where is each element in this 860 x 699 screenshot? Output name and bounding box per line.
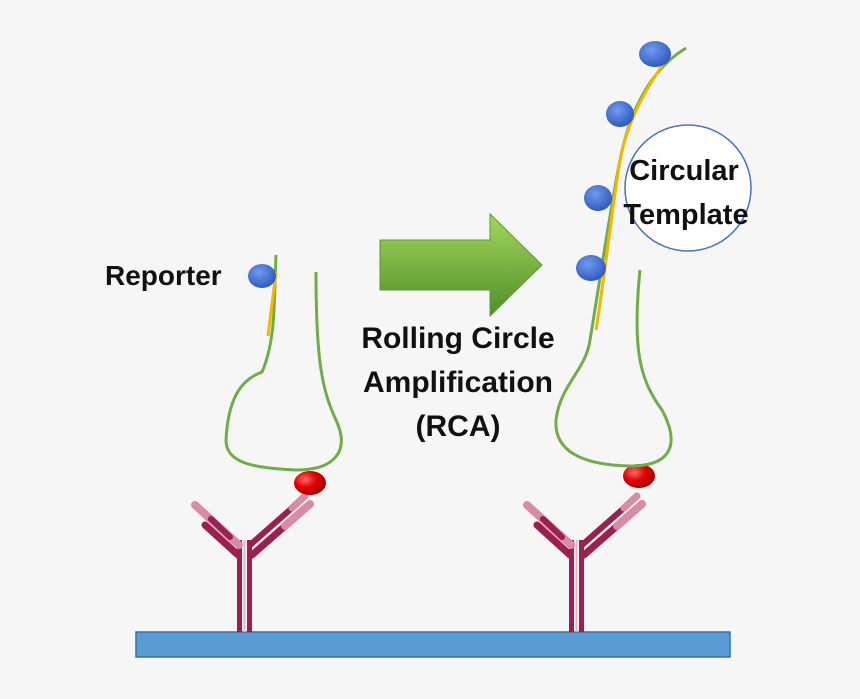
template-label-line1: Circular [629, 155, 739, 187]
dna-strand-left [224, 254, 343, 472]
antibody-left [191, 492, 314, 632]
reporter-dot-right-2 [606, 101, 634, 127]
rca-arrow [379, 212, 543, 318]
reporter-dot-right-4 [576, 255, 606, 281]
reporter-dot-left [248, 264, 276, 288]
substrate-surface [135, 631, 731, 658]
rca-label-line1: Rolling Circle [361, 322, 554, 355]
antigen-bead-left [294, 471, 326, 495]
template-label-line2: Template [623, 199, 748, 231]
amplified-primer-right [594, 59, 668, 331]
primer-left [266, 271, 278, 337]
antigen-bead-right [623, 464, 655, 488]
rca-label-line3: (RCA) [416, 410, 501, 443]
rca-label-line2: Amplification [363, 366, 553, 399]
reporter-label: Reporter [105, 260, 222, 291]
circular-template [624, 124, 752, 252]
antibody-right [523, 492, 646, 632]
reporter-dot-right-3 [584, 185, 612, 211]
reporter-dot-right-1 [639, 41, 671, 67]
